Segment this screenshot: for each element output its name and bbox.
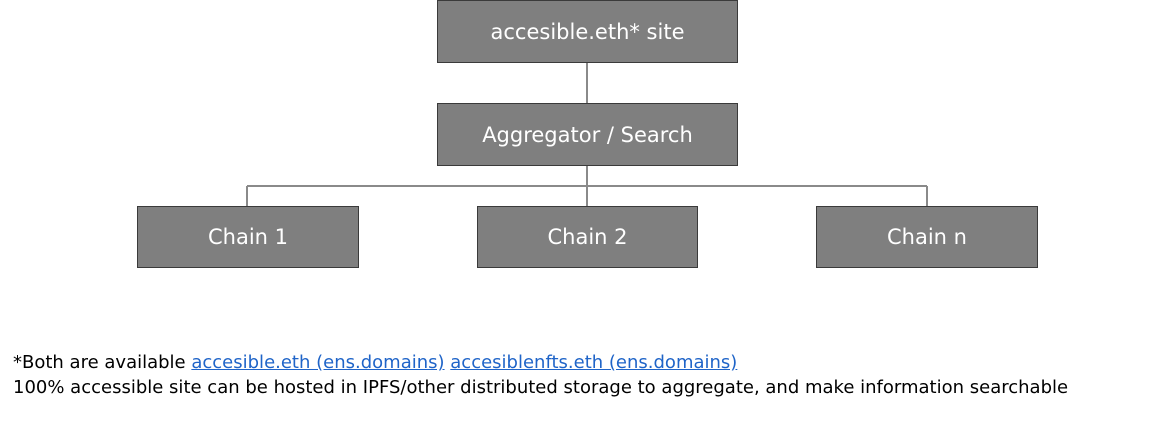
footnote-prefix: *Both are available bbox=[13, 352, 192, 373]
node-site-label: accesible.eth* site bbox=[490, 19, 685, 44]
node-chain-1-label: Chain 1 bbox=[207, 225, 289, 249]
node-aggregator-label: Aggregator / Search bbox=[482, 122, 693, 147]
node-site: accesible.eth* site bbox=[437, 0, 738, 63]
footnote-line-2: 100% accessible site can be hosted in IP… bbox=[13, 377, 1069, 398]
node-chain-2-label: Chain 2 bbox=[547, 225, 628, 249]
footnote-line-1: *Both are available accesible.eth (ens.d… bbox=[13, 350, 1068, 375]
node-chain-n: Chain n bbox=[816, 206, 1038, 268]
node-chain-2: Chain 2 bbox=[477, 206, 698, 268]
node-chain-n-label: Chain n bbox=[887, 225, 967, 249]
node-chain-1: Chain 1 bbox=[137, 206, 359, 268]
footnotes: *Both are available accesible.eth (ens.d… bbox=[13, 350, 1068, 400]
ens-link-accesiblenfts[interactable]: accesiblenfts.eth (ens.domains) bbox=[450, 352, 738, 373]
ens-link-accesible[interactable]: accesible.eth (ens.domains) bbox=[191, 352, 445, 373]
node-aggregator-search: Aggregator / Search bbox=[437, 103, 738, 166]
